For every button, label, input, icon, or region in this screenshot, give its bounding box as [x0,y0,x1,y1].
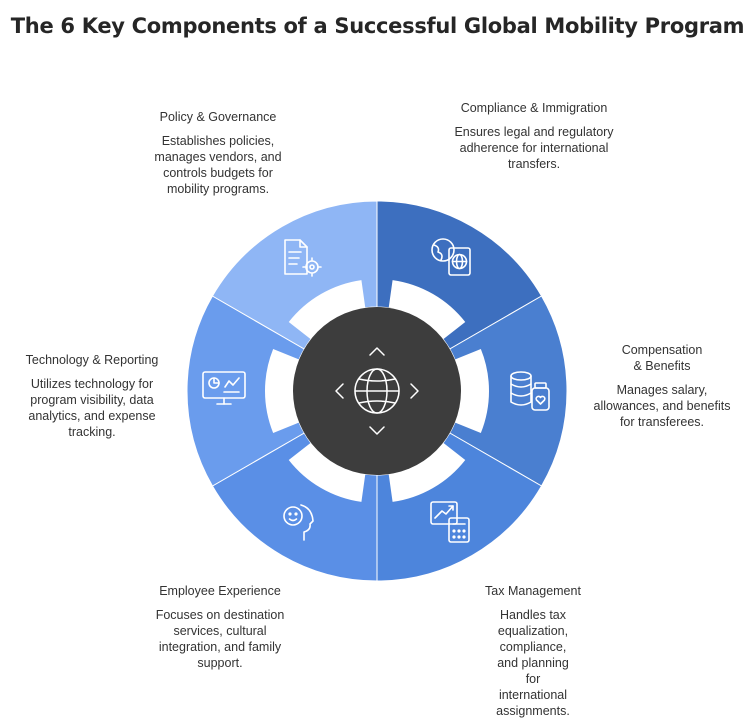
component-tax: Tax Management Handles tax equalization,… [458,583,608,719]
component-compensation: Compensation & Benefits Manages salary, … [578,342,746,430]
document-gear-icon [284,239,322,277]
component-heading: Compliance & Immigration [460,101,608,115]
inner-ring-arc [454,349,490,433]
component-technology: Technology & Reporting Utilizes technolo… [8,352,176,440]
person-smile-icon [283,504,314,541]
chart-calculator-icon [430,501,470,543]
inner-ring-arc [288,442,366,502]
component-description: Establishes policies, manages vendors, a… [154,134,282,196]
component-description: Handles tax equalization, compliance, an… [496,608,570,718]
globe-arrows-icon [335,347,419,435]
component-compliance: Compliance & Immigration Ensures legal a… [449,100,619,172]
component-description: Focuses on destination services, cultura… [155,608,285,670]
inner-ring-arc [388,280,466,340]
component-employee: Employee Experience Focuses on destinati… [137,583,303,671]
component-description: Utilizes technology for program visibili… [28,377,156,439]
inner-ring-arc [388,442,466,502]
inner-ring-arc [265,349,300,433]
component-heading: Tax Management [485,584,581,598]
component-heading: Technology & Reporting [25,353,159,367]
component-description: Manages salary, allowances, and benefits… [593,383,731,429]
monitor-analytics-icon [202,371,246,405]
page-title: The 6 Key Components of a Successful Glo… [10,14,745,38]
globe-document-icon [431,238,471,276]
component-description: Ensures legal and regulatory adherence f… [454,125,614,171]
inner-white-ring [265,280,490,502]
component-heading: Compensation & Benefits [621,343,703,373]
component-heading: Employee Experience [159,584,281,598]
component-policy: Policy & Governance Establishes policies… [133,109,303,197]
coins-heart-icon [510,371,550,411]
component-heading: Policy & Governance [159,110,277,124]
inner-ring-arc [288,280,366,340]
